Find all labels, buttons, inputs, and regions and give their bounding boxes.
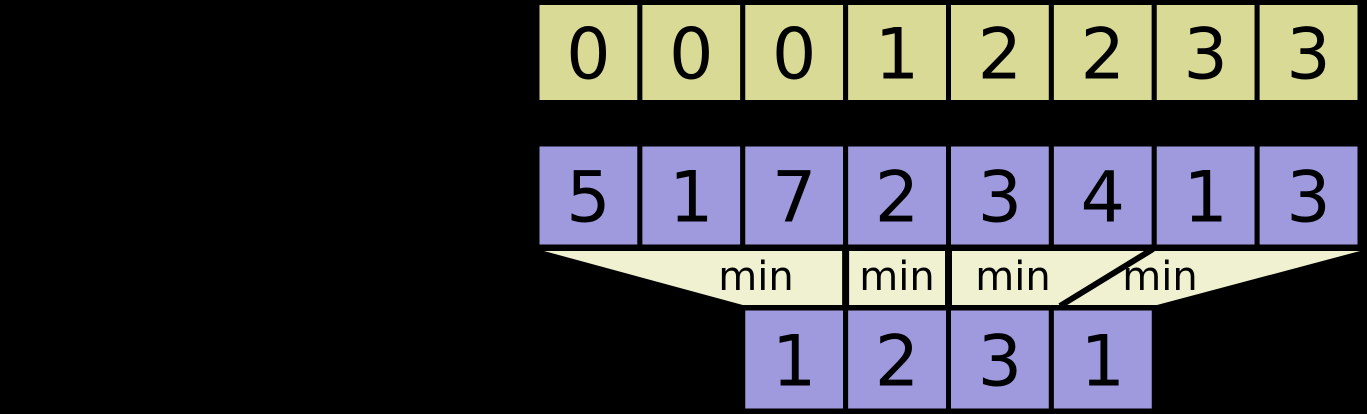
array-value: 2 (875, 157, 920, 239)
block-min-cell (843, 305, 951, 414)
block-min-cell (946, 305, 1054, 414)
band-separator-diagonal (1058, 246, 1155, 309)
block-index-cell (1048, 0, 1157, 105)
block-min-cell (1048, 305, 1157, 414)
block-index-cell (1151, 0, 1260, 105)
min-operation-label: min (859, 254, 934, 300)
array-value: 3 (1286, 157, 1331, 239)
block-index-value: 3 (1183, 14, 1228, 96)
block-index-value: 0 (566, 14, 611, 96)
min-operation-label: min (975, 254, 1050, 300)
block-min-value: 1 (1081, 321, 1126, 403)
block-min-cell (740, 305, 849, 414)
block-index-cell (534, 0, 643, 105)
block-min-value: 1 (772, 321, 817, 403)
block-index-value: 0 (772, 14, 817, 96)
array-value: 5 (566, 157, 611, 239)
array-cell (1048, 141, 1157, 250)
array-value: 4 (1081, 157, 1126, 239)
array-cell (637, 141, 746, 250)
block-index-cell (740, 0, 849, 105)
block-index-value: 2 (978, 14, 1023, 96)
array-value: 1 (1183, 157, 1228, 239)
array-cell (843, 141, 951, 250)
min-operation-label: min (1122, 254, 1197, 300)
block-min-value: 3 (978, 321, 1023, 403)
array-value: 1 (669, 157, 714, 239)
block-index-cell (843, 0, 951, 105)
block-index-value: 2 (1081, 14, 1126, 96)
block-index-value: 1 (875, 14, 920, 96)
array-cell (740, 141, 849, 250)
block-index-cell (946, 0, 1054, 105)
block-min-value: 2 (875, 321, 920, 403)
block-index-value: 3 (1286, 14, 1331, 96)
array-value: 3 (978, 157, 1023, 239)
block-index-value: 0 (669, 14, 714, 96)
array-value: 7 (772, 157, 817, 239)
min-operation-label: min (718, 254, 793, 300)
block-index-cell (1254, 0, 1363, 105)
array-cell (1254, 141, 1363, 250)
